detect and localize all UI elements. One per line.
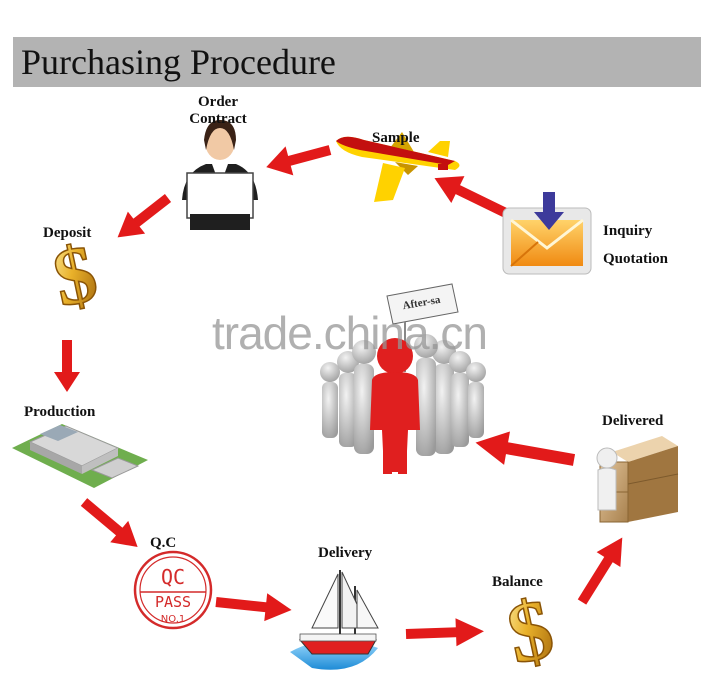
envelope-icon (502, 192, 592, 275)
airplane-icon (336, 132, 460, 202)
arrow-production-to-qc (80, 498, 138, 547)
arrow-balance-to-delivered (577, 537, 623, 605)
label-qc: Q.C (150, 535, 177, 551)
label-contract: Contract (189, 111, 247, 127)
stamp-pass-text: PASS (155, 593, 191, 611)
label-inquiry: Inquiry (603, 223, 653, 239)
label-delivery: Delivery (318, 545, 373, 561)
label-quotation: Quotation (603, 251, 669, 267)
title-bar: Purchasing Procedure (13, 37, 701, 87)
label-deposit: Deposit (43, 225, 92, 241)
crowd-icon: After-sa (320, 283, 486, 474)
label-order: Order (198, 94, 238, 110)
factory-icon (12, 424, 148, 488)
stamp-qc-text: QC (161, 565, 185, 589)
label-balance: Balance (492, 574, 543, 590)
watermark: trade.china.cn (212, 307, 488, 359)
page-title: Purchasing Procedure (21, 42, 336, 82)
arrow-qc-to-delivery (215, 593, 292, 622)
stamp-no-text: NO.1 (161, 614, 186, 625)
arrow-sample-to-order (266, 145, 332, 176)
arrow-inquiry-to-sample (434, 176, 513, 220)
svg-text:$: $ (499, 580, 561, 683)
label-production: Production (24, 404, 96, 420)
arrow-delivery-to-balance (405, 618, 484, 647)
label-sample: Sample (372, 130, 420, 146)
arrow-deposit-to-production (54, 340, 80, 392)
stamp-icon (133, 550, 213, 630)
sailboat-icon (290, 570, 379, 670)
arrow-delivered-to-aftersale (475, 431, 576, 466)
arrow-order-to-deposit (117, 194, 172, 238)
businesswoman-icon (182, 120, 258, 230)
boxes-icon (596, 436, 679, 523)
label-delivered: Delivered (602, 413, 664, 429)
dollar-icon: $ (498, 579, 562, 683)
flow-arrows (54, 145, 623, 647)
